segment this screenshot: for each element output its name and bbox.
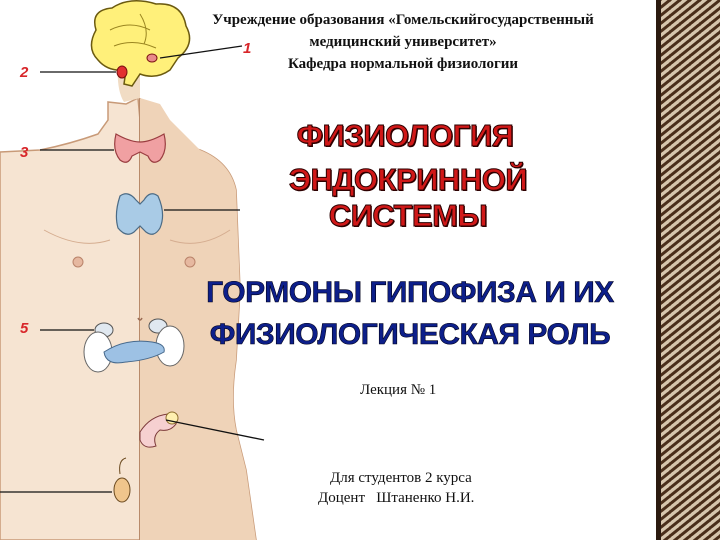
thymus-gland [115,193,164,235]
subtitle-line-1: ГОРМОНЫ ГИПОФИЗА И ИХ [190,276,630,310]
author-name: Доцент Штаненко Н.И. [318,490,475,506]
pituitary-gland [116,65,128,79]
department-name: Кафедра нормальной физиологии [287,56,519,72]
audience-text: Для студентов 2 курса [330,470,472,486]
pineal-gland [146,53,158,63]
title-line-2: ЭНДОКРИННОЙ СИСТЕМЫ [288,162,528,234]
marker-2: 2 [20,64,29,81]
subtitle-hypophysis: ГОРМОНЫ ГИПОФИЗА [206,276,537,310]
decorative-border [656,0,720,540]
pointer-lines [0,45,265,493]
institution-line-1: Учреждение образования «Гомельскийгосуда… [212,12,594,28]
marker-5: 5 [20,320,29,337]
title-line-1: ФИЗИОЛОГИЯ [296,118,514,154]
thyroid-gland [114,133,166,163]
marker-3: 3 [20,144,29,161]
subtitle-line-2: ФИЗИОЛОГИЧЕСКАЯ РОЛЬ [209,318,611,352]
lecture-number: Лекция № 1 [360,382,437,398]
subtitle-and-their: И ИХ [536,276,615,310]
testis [113,477,131,503]
body-silhouette [0,60,257,540]
institution-line-2: медицинский университет» [309,34,497,50]
marker-1: 1 [243,40,252,57]
pancreas [103,340,165,364]
